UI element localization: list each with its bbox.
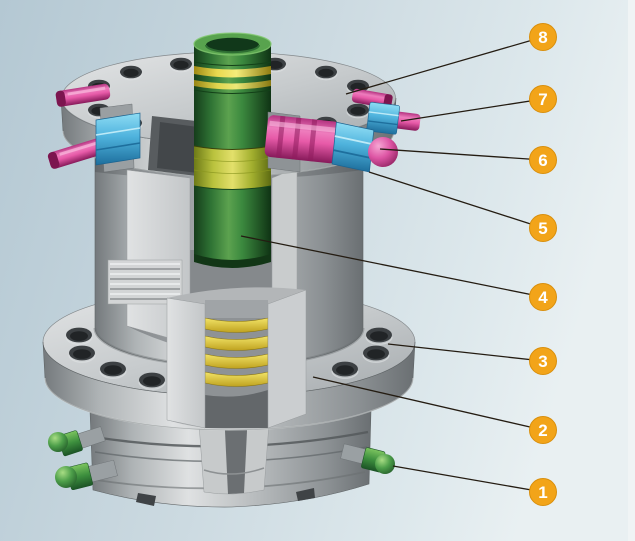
callout-number-4: 4 (538, 288, 548, 307)
callout-badge-1 (529, 478, 557, 506)
side-outlet-valve (264, 115, 398, 173)
leader-line-1 (392, 465, 544, 493)
leader-line-7 (400, 98, 544, 122)
bolt-hole (138, 371, 166, 390)
leader-line-6 (379, 148, 544, 161)
valve-hex-nut (331, 121, 375, 173)
callout-badge-6 (529, 146, 557, 174)
callout-number-6: 6 (538, 151, 547, 170)
left-valve-hex (95, 112, 141, 166)
callout-badge-7 (529, 85, 557, 113)
leader-line-3 (387, 343, 544, 362)
left-lower-fitting (55, 459, 118, 491)
callouts-layer: 8 7 6 5 4 3 2 1 (240, 23, 557, 506)
callout-2: 2 (312, 376, 557, 444)
bottom-grease-fittings (48, 426, 395, 491)
gauge-valve-fitting (366, 101, 421, 135)
upper-seal-ring (194, 66, 271, 78)
bolt-hole (314, 65, 338, 81)
bolt-hole (99, 360, 127, 379)
upper-seal-ring (194, 80, 271, 90)
casing-hanger-mandrel (193, 32, 272, 268)
callout-number-5: 5 (538, 219, 547, 238)
bolt-hole (169, 57, 193, 73)
callout-1: 1 (392, 465, 557, 506)
bolt-hole (331, 360, 359, 379)
callout-5: 5 (368, 171, 557, 242)
callout-badge-4 (529, 283, 557, 311)
bottom-casing-stub (89, 409, 372, 508)
bolt-hole (119, 65, 143, 81)
left-pink-plug-top (55, 83, 111, 107)
seal-ring-stack (204, 317, 269, 387)
callout-badge-5 (529, 214, 557, 242)
callout-7: 7 (400, 85, 557, 122)
left-upper-fitting (48, 426, 106, 457)
left-valve-fittings (47, 83, 141, 173)
callout-number-8: 8 (538, 28, 547, 47)
left-pink-plug-bottom (47, 138, 105, 169)
bolt-hole (362, 344, 390, 363)
hanger-thread-band (194, 146, 271, 190)
callout-badge-3 (529, 347, 557, 375)
mandrel-bore (206, 37, 259, 53)
bolt-hole (65, 326, 93, 345)
callout-badge-8 (529, 23, 557, 51)
valve-handle-ball (368, 137, 398, 167)
callout-6: 6 (379, 146, 557, 174)
leader-line-2 (312, 376, 544, 431)
callout-badge-2 (529, 416, 557, 444)
callout-number-2: 2 (538, 421, 547, 440)
bolt-hole (68, 344, 96, 363)
callout-number-7: 7 (538, 90, 547, 109)
threaded-outlet (107, 259, 183, 305)
right-fitting (340, 443, 395, 474)
leader-line-8 (345, 36, 544, 95)
leader-line-4 (240, 235, 544, 298)
right-valve-fittings (264, 88, 421, 173)
callout-number-1: 1 (538, 483, 547, 502)
wellhead-assembly (42, 32, 421, 508)
bolt-hole (346, 103, 370, 119)
callout-number-3: 3 (538, 352, 547, 371)
callout-3: 3 (387, 343, 557, 375)
flange-cross-section (166, 287, 307, 429)
callout-8: 8 (345, 23, 557, 95)
bolt-hole (365, 326, 393, 345)
callout-4: 4 (240, 235, 557, 311)
leader-line-5 (368, 171, 544, 229)
bottom-flange (42, 326, 416, 431)
scan-edge (628, 0, 635, 541)
